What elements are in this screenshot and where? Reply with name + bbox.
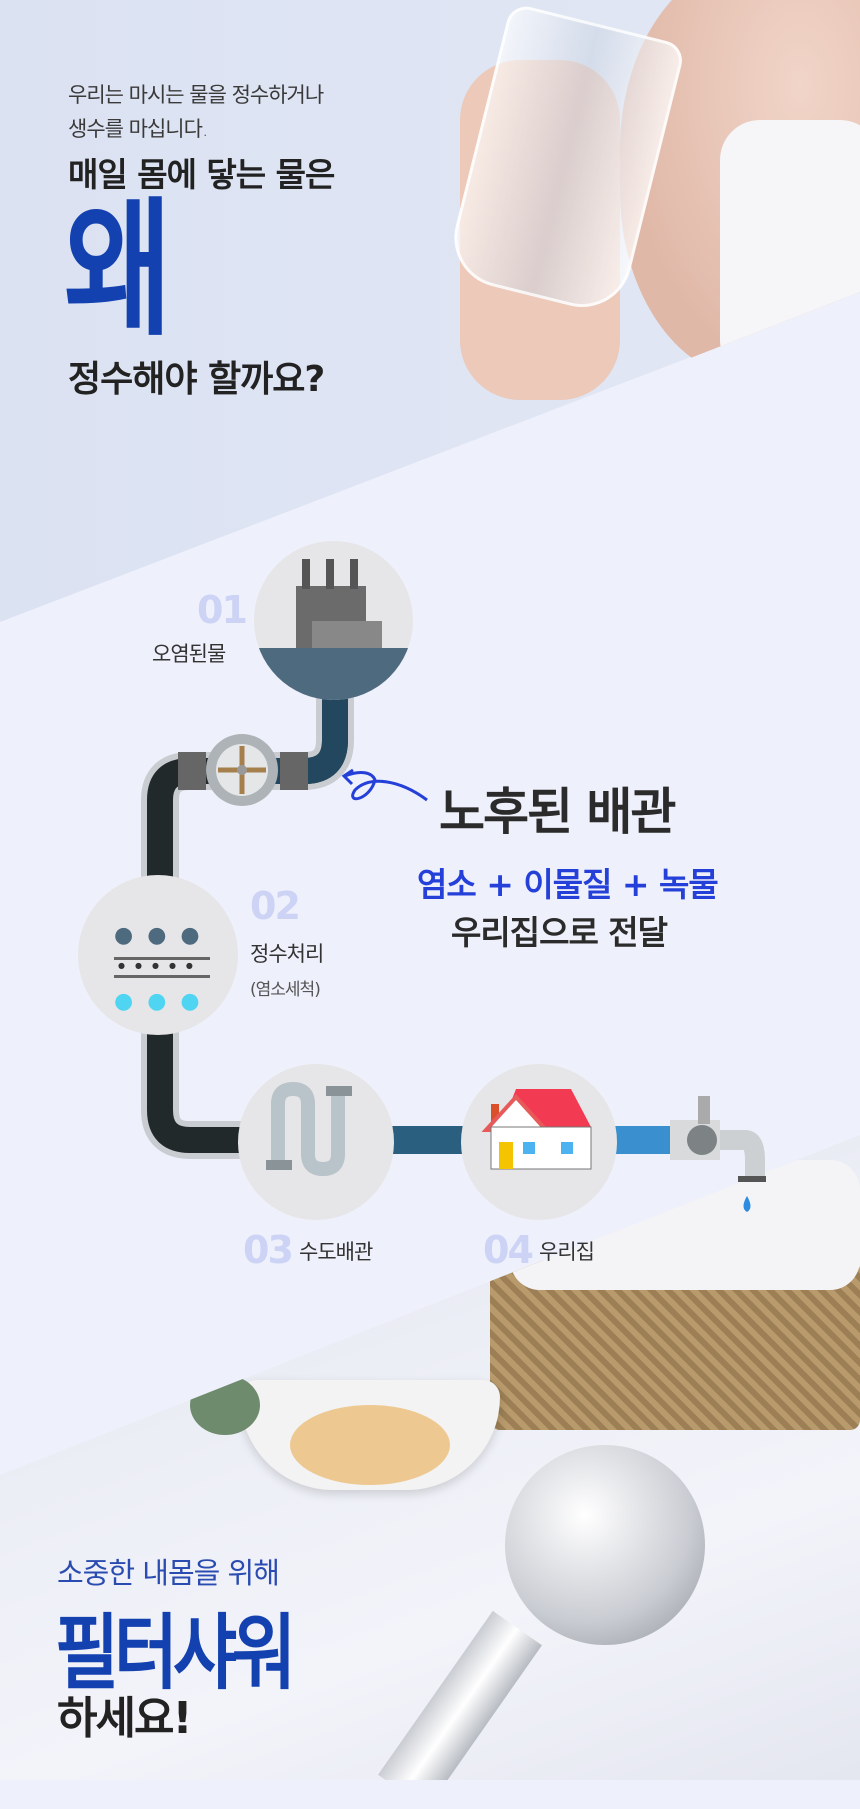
step-03-number: 03 — [243, 1228, 294, 1272]
outro-big: 필터샤워 — [55, 1606, 296, 1701]
step-04-number: 04 — [483, 1228, 534, 1272]
pipe-diagram — [141, 690, 766, 1212]
soap — [290, 1405, 450, 1485]
callout-title: 노후된 배관 — [439, 783, 676, 841]
arrow-head-icon — [341, 768, 354, 786]
callout-desc: 우리집으로 전달 — [451, 913, 668, 952]
step-04-label: 우리집 — [539, 1240, 595, 1264]
house-circle — [461, 1064, 617, 1220]
arrow-icon — [344, 771, 428, 802]
filter-icon — [114, 957, 210, 960]
polluted-water — [254, 648, 413, 700]
factory-circle — [254, 541, 413, 700]
step-02-number: 02 — [250, 884, 301, 928]
intro-question: 정수해야 할까요? — [68, 359, 325, 400]
shower-head — [505, 1445, 705, 1645]
step-03-label: 수도배관 — [299, 1240, 373, 1264]
outro-line-1: 소중한 내몸을 위해 — [57, 1556, 280, 1590]
pipe-icon — [266, 1081, 352, 1177]
valve-flange-right — [280, 752, 308, 790]
dirty-drops-icon: ●●● — [114, 923, 214, 948]
step-01-label: 오염된물 — [152, 642, 226, 666]
filter-circle: ●●● ●●●●● ●●● — [78, 875, 238, 1035]
clean-drops-icon: ●●● — [114, 989, 214, 1014]
valve-flange-left — [178, 752, 206, 790]
step-02-label: 정수처리 — [250, 942, 324, 966]
intro-headline: 매일 몸에 닿는 물은 — [68, 155, 335, 194]
faucet-icon — [670, 1096, 766, 1182]
step-02-sublabel: (염소세척) — [250, 980, 321, 1000]
step-01-number: 01 — [197, 588, 248, 632]
plumbing-circle — [238, 1064, 394, 1220]
water-drop-icon — [743, 1196, 751, 1212]
intro-line-1: 우리는 마시는 물을 정수하거나 — [68, 83, 324, 107]
woman-drinking-water-photo — [420, 0, 860, 440]
outro-line-3: 하세요! — [57, 1693, 193, 1744]
callout-highlight: 염소 + 이물질 + 녹물 — [417, 865, 719, 904]
succulent — [190, 1375, 260, 1435]
intro-big-word: 왜 — [64, 184, 173, 356]
house-icon — [481, 1089, 592, 1170]
valve-icon — [206, 734, 278, 806]
intro-line-2: 생수를 마십니다. — [68, 117, 209, 141]
shower-handle — [378, 1610, 542, 1780]
